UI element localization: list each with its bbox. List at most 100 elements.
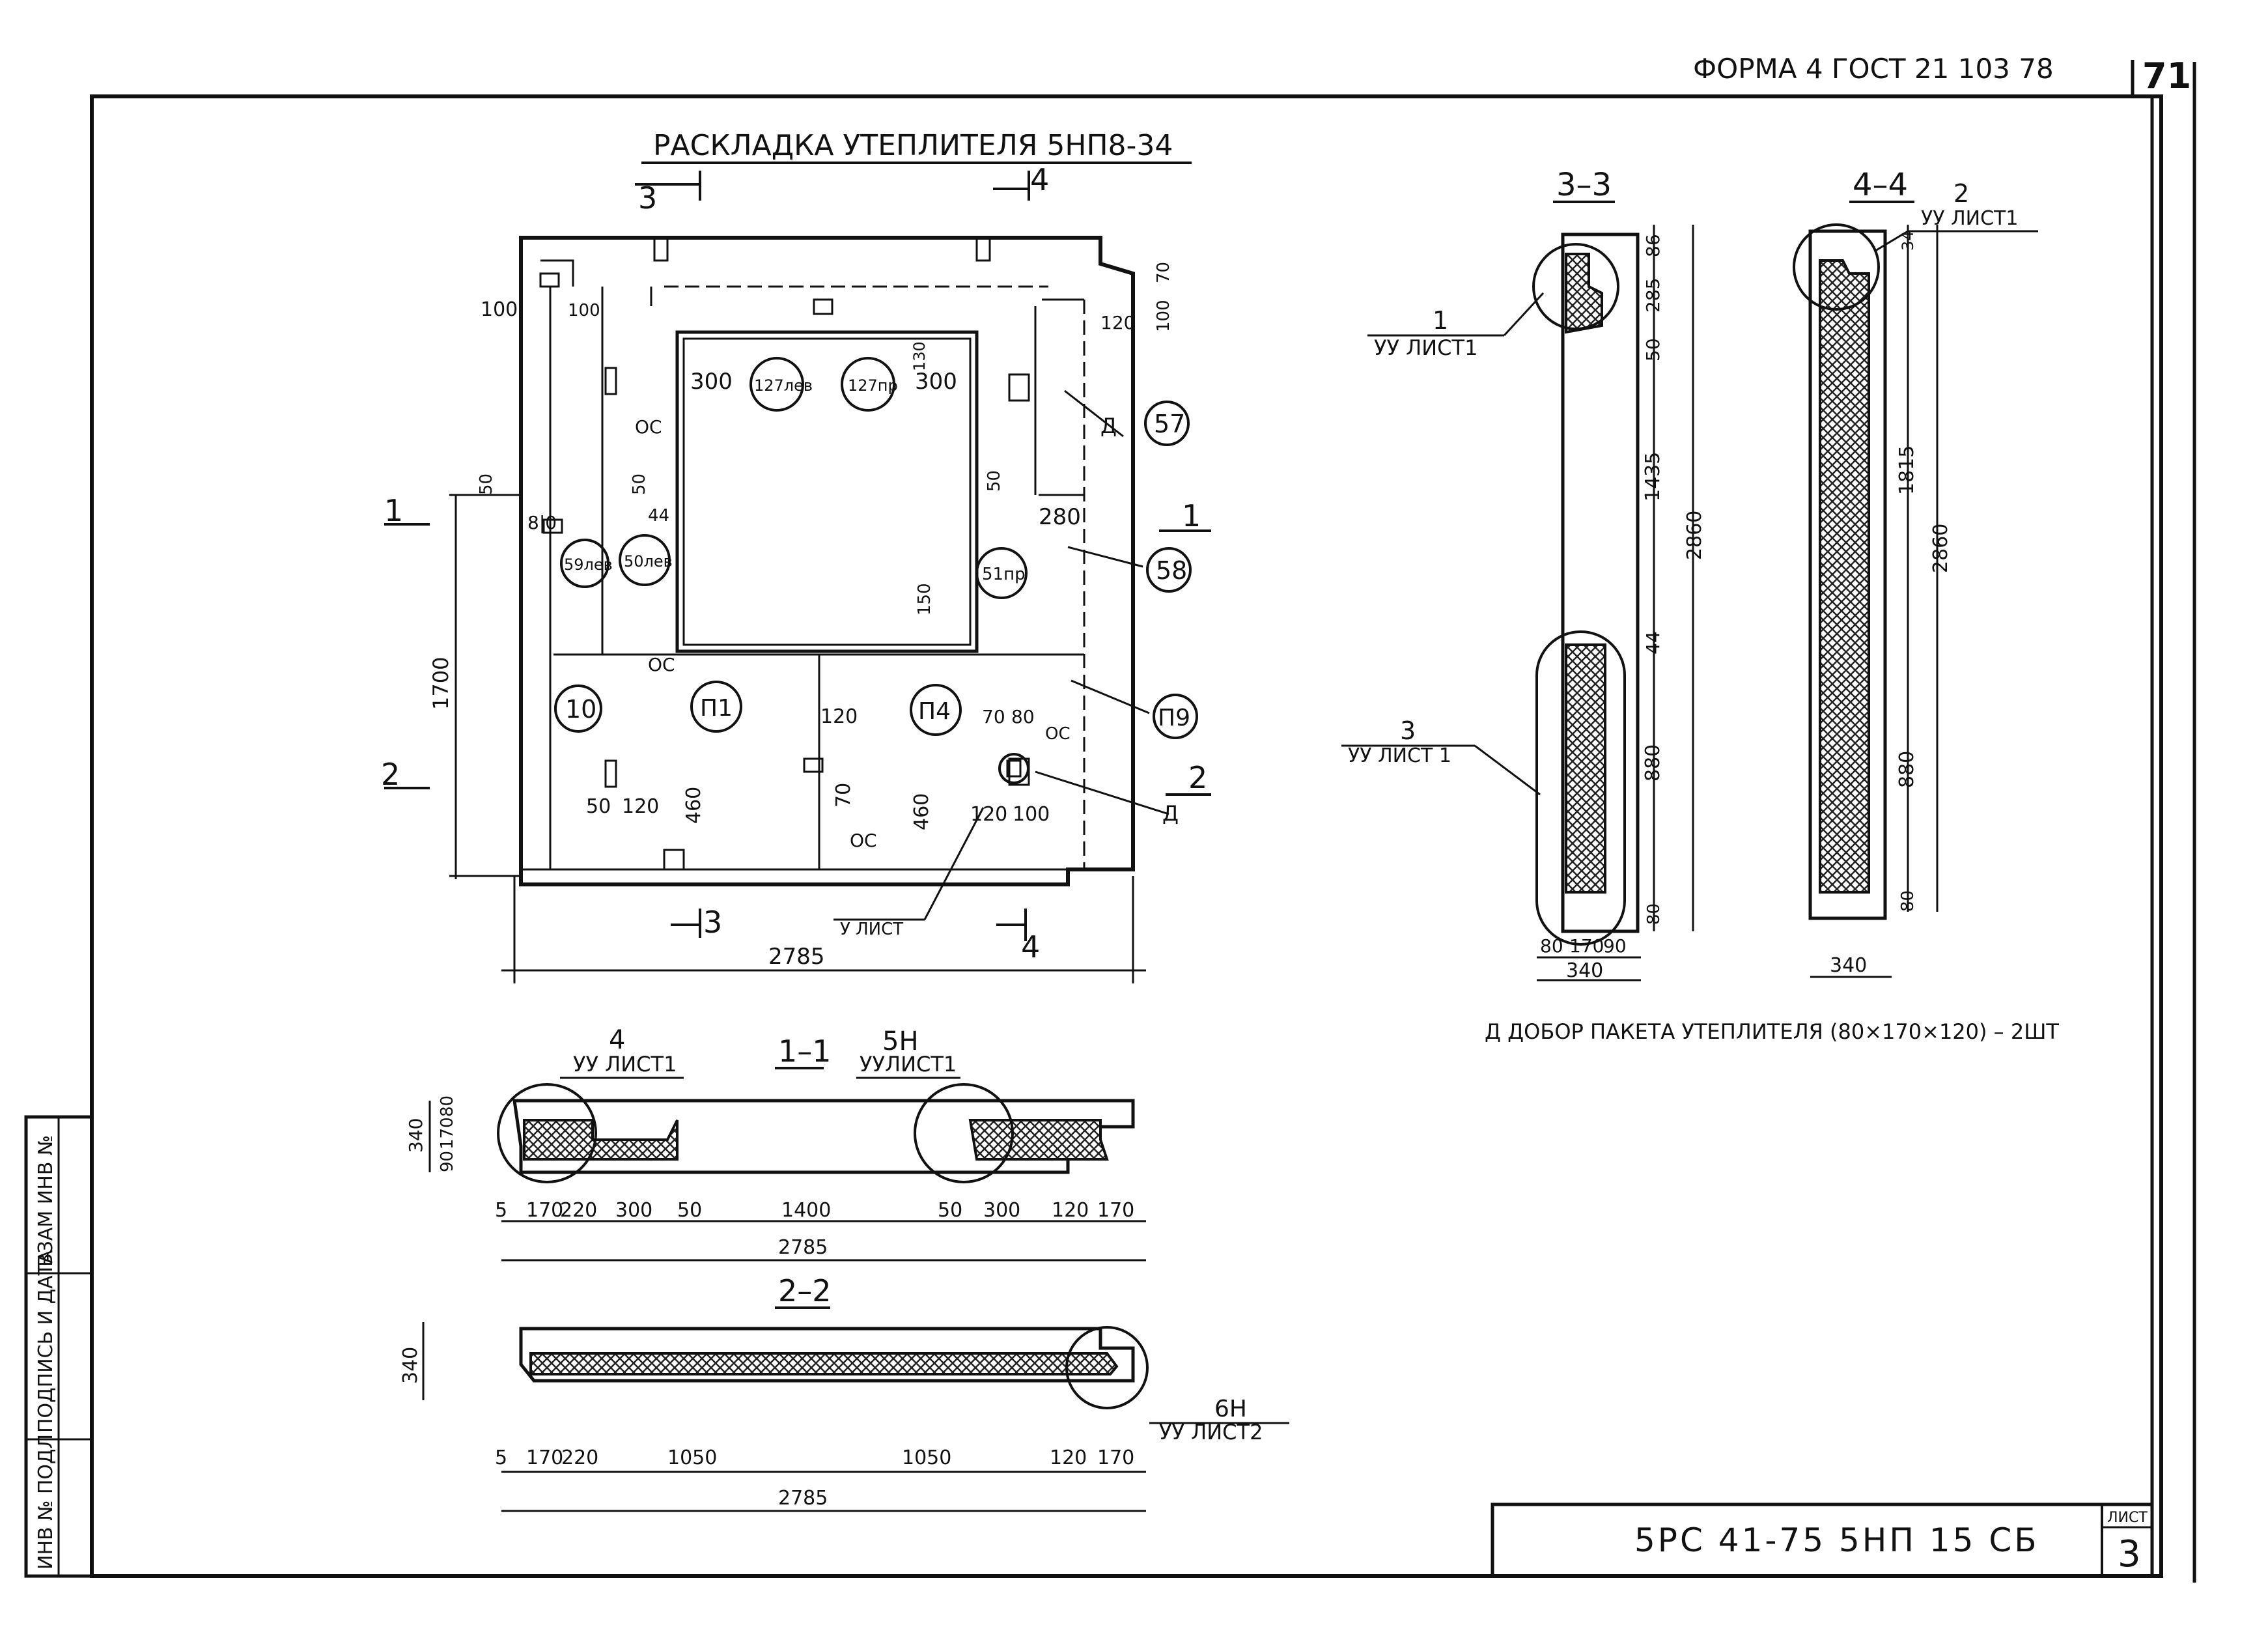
marker-p4: П4	[910, 684, 962, 736]
s11-vert-170: 170	[438, 1117, 457, 1149]
s11-dim-300a: 300	[615, 1199, 652, 1222]
marker-127-lev: 127лев	[749, 357, 813, 412]
svg-text:10: 10	[565, 695, 596, 724]
svg-text:П1: П1	[700, 695, 733, 722]
marker-10: 10	[554, 684, 602, 733]
s11-dim-50a: 50	[677, 1199, 702, 1222]
dim-70-right: 70	[982, 706, 1005, 727]
stamp-inv-podl: ИНВ № ПОДЛ	[35, 1434, 57, 1570]
svg-text:58: 58	[1156, 556, 1187, 585]
s22-dims: 5 170 220 1050 1050 120 170	[495, 1446, 1134, 1469]
dim-100-bottom-right: 100	[1013, 803, 1050, 826]
note-os-2: ОС	[648, 654, 675, 675]
dim-100-right: 100	[1154, 300, 1173, 332]
s44-dim-1815: 1815	[1896, 445, 1918, 495]
s33-bottom-90: 90	[1603, 935, 1627, 957]
dim-120-top-right: 120	[1100, 312, 1135, 333]
section-3-3-title: 3–3	[1556, 167, 1612, 203]
section-4-4: 4–4 34 1815 880 80 2860 2 УУ ЛИСТ1 340	[1793, 167, 2038, 978]
sheet-number: 3	[2118, 1533, 2141, 1575]
s11-dim-170a: 170	[526, 1199, 563, 1222]
dim-50-left: 50	[477, 473, 496, 495]
s33-dim-44: 44	[1642, 631, 1664, 655]
s33-dim-1435: 1435	[1642, 452, 1664, 501]
s11-dim-170b: 170	[1097, 1199, 1134, 1222]
note-os-3: ОС	[850, 830, 877, 851]
marker-p9: П9	[1153, 694, 1198, 739]
callout-3-num: 3	[1400, 716, 1416, 745]
s33-width-340: 340	[1566, 959, 1603, 982]
s33-dim-285: 285	[1642, 278, 1664, 313]
callout-5-ref: УУЛИСТ1	[860, 1052, 957, 1077]
section-mark-3-top: 3	[638, 180, 657, 216]
dim-120-bottom: 120	[622, 795, 659, 818]
section-4-4-title: 4–4	[1853, 167, 1908, 203]
s22-dim-170a: 170	[526, 1446, 563, 1469]
section-mark-4-bottom: 4	[1021, 929, 1040, 965]
s11-dim-5: 5	[495, 1199, 507, 1222]
s11-vert-340: 340	[405, 1118, 427, 1153]
s22-dim-170b: 170	[1097, 1446, 1134, 1469]
form-label: ФОРМА 4 ГОСТ 21 103 78	[1693, 53, 2054, 85]
note-os-1: ОС	[635, 416, 662, 438]
s33-bottom-170: 170	[1569, 935, 1604, 957]
section-1-1-title: 1–1	[778, 1034, 832, 1069]
dim-150: 150	[915, 583, 934, 615]
section-mark-2-left: 2	[381, 757, 400, 792]
callout-4-ref: УУ ЛИСТ1	[573, 1052, 677, 1077]
s33-dim-880: 880	[1642, 744, 1664, 782]
section-2-2: 2–2 340 6Н УУ ЛИСТ2 5 170 220 1050 1050 …	[399, 1273, 1289, 1512]
s11-dim-1400: 1400	[781, 1199, 831, 1222]
s22-dim-220: 220	[561, 1446, 598, 1469]
section-1-1: 1–1 4 УУ ЛИСТ1 5Н УУЛИСТ1 340 80 170 90 …	[405, 1025, 1146, 1262]
s22-dim-120: 120	[1050, 1446, 1087, 1469]
svg-text:50лев: 50лев	[624, 552, 673, 571]
stamp-vzam-inv: ВЗАМ ИНВ №	[35, 1135, 57, 1267]
marker-d-detail	[998, 753, 1029, 784]
dim-1700: 1700	[428, 657, 453, 710]
marker-51-pr: 51пр	[975, 547, 1028, 599]
section-mark-3-bottom: 3	[703, 905, 722, 940]
dim-80-right: 80	[1011, 706, 1035, 727]
dim-70-center: 70	[832, 783, 855, 808]
callout-3-ref: УУ ЛИСТ 1	[1348, 744, 1451, 767]
callout-5-num: 5Н	[882, 1026, 919, 1056]
s44-width-340: 340	[1830, 954, 1867, 977]
dim-8-10: 8|0	[527, 512, 557, 533]
section-2-2-title: 2–2	[778, 1273, 832, 1308]
s44-dim-80: 80	[1898, 890, 1918, 912]
s44-dim-34: 34	[1899, 231, 1917, 251]
s33-bottom-80: 80	[1540, 935, 1563, 957]
s11-dim-220: 220	[560, 1199, 597, 1222]
callout-6-num: 6Н	[1214, 1396, 1247, 1422]
callout-1-ref: УУ ЛИСТ1	[1374, 335, 1477, 360]
stamp-signature-date: ПОДПИСЬ И ДАТА	[35, 1250, 57, 1433]
s44-dim-880: 880	[1896, 751, 1918, 788]
marker-57: 57	[1144, 401, 1190, 446]
dim-460-left: 460	[682, 787, 705, 824]
section-3-3: 3–3 86 285 50 1435 44 880 80 2860 1 УУ Л…	[1341, 167, 1706, 982]
s33-dim-80: 80	[1644, 903, 1664, 925]
dim-100-top: 100	[481, 298, 518, 321]
s11-dims: 5 170 220 300 50 1400 50 300 120 170	[495, 1199, 1134, 1222]
stamp-column: ИНВ № ПОДЛ ПОДПИСЬ И ДАТА ВЗАМ ИНВ №	[24, 1115, 94, 1578]
s11-total-2785: 2785	[778, 1236, 828, 1259]
s22-total-2785: 2785	[778, 1487, 828, 1510]
marker-59-lev: 59лев	[560, 539, 613, 588]
section-mark-2-right: 2	[1188, 760, 1207, 795]
dim-280: 280	[1039, 504, 1081, 530]
s11-dim-300b: 300	[983, 1199, 1020, 1222]
section-mark-1-right: 1	[1182, 498, 1201, 533]
section-mark-1-left: 1	[384, 493, 403, 528]
insulation-note: Д ДОБОР ПАКЕТА УТЕПЛИТЕЛЯ (80×170×120) –…	[1485, 1019, 2059, 1044]
marker-50-lev: 50лев	[619, 534, 673, 586]
svg-text:П4: П4	[918, 698, 951, 725]
callout-2-num: 2	[1953, 179, 1969, 208]
dim-300-right: 300	[915, 369, 957, 395]
s33-total-2860: 2860	[1683, 511, 1706, 560]
s22-dim-5: 5	[495, 1446, 507, 1469]
main-title: РАСКЛАДКА УТЕПЛИТЕЛЯ 5НП8-34	[653, 129, 1173, 162]
title-block: 5РС 41-75 5НП 15 СБ ЛИСТ 3	[1491, 1502, 2154, 1578]
s22-dim-1050b: 1050	[902, 1446, 951, 1469]
